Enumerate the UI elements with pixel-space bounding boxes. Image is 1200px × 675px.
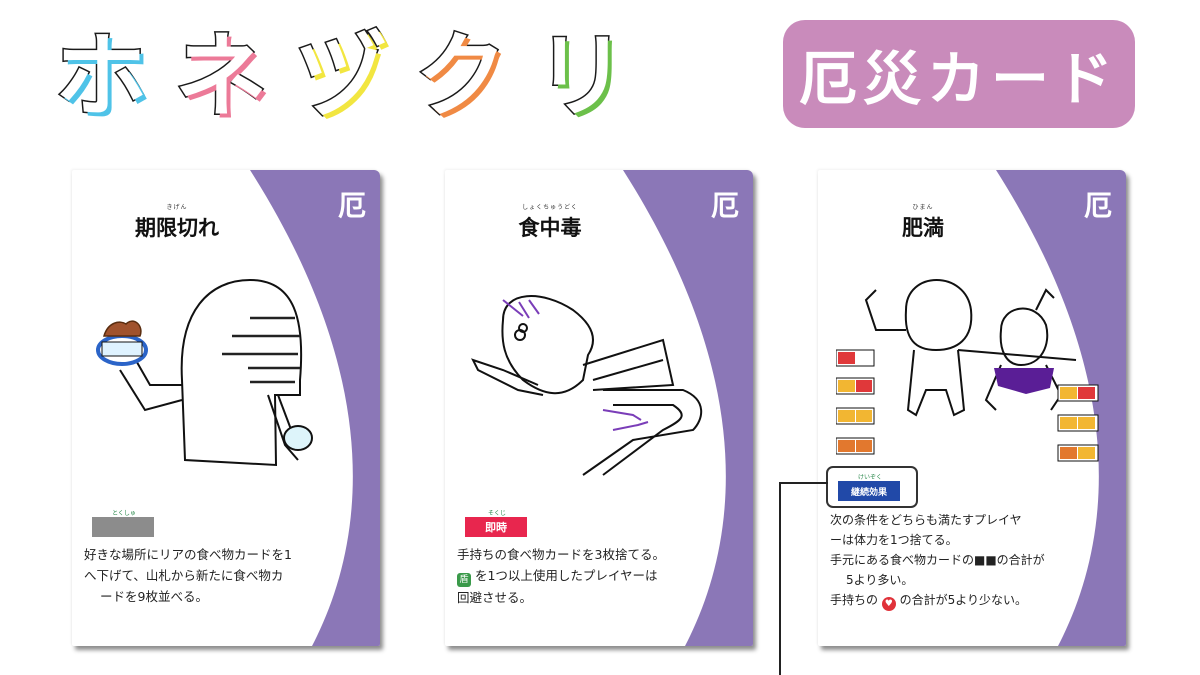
- card-type-mark: 厄: [1083, 189, 1112, 222]
- card-description: 手持ちの食べ物カードを3枚捨てる。 盾 を1つ以上使用したプレイヤーは 回避させ…: [457, 544, 732, 608]
- logo-char-1: ホ: [53, 23, 148, 130]
- logo-char-2: ネ: [174, 23, 269, 130]
- effect-tag: [92, 517, 154, 537]
- sumo-characters-illustration: [836, 279, 1099, 462]
- callout-leader-line-horizontal: [780, 482, 828, 484]
- description-line: 回避させる。: [457, 590, 533, 605]
- effect-tag: 即時: [465, 517, 527, 537]
- card-description: 好きな場所にリアの食べ物カードを1 へ下げて、山札から新たに食べ物カ ードを9枚…: [84, 544, 359, 607]
- card-purple-arc: [996, 170, 1126, 646]
- description-line: 手元にある食べ物カードの■■の合計が: [830, 553, 1045, 567]
- disaster-card-expired: 厄 きげん 期限切れ とくしゅ 好きな場所にリアの食べ物カードを1 へ下げて、山…: [72, 170, 380, 646]
- card-title-ruby: ひまん: [912, 204, 934, 211]
- gauges-left: [836, 349, 875, 455]
- disaster-card-food-poisoning: 厄 しょくちゅうどく 食中毒 そくじ 即時 手持ちの食べ物カードを3枚捨てる。 …: [445, 170, 753, 646]
- expired-food-illustration: [96, 278, 313, 467]
- description-line: 次の条件をどちらも満たすプレイヤ: [830, 513, 1022, 527]
- game-logo: ホ ネ ヅ ク リ: [53, 22, 655, 132]
- description-line: 盾 を1つ以上使用したプレイヤーは: [457, 565, 732, 587]
- card-title: 食中毒: [518, 216, 582, 240]
- effect-tag: 継続効果: [838, 481, 900, 501]
- card-title-ruby: しょくちゅうどく: [522, 204, 578, 211]
- card-purple-arc: [623, 170, 753, 646]
- card-type-mark: 厄: [337, 189, 366, 222]
- description-line: ードを9枚並べる。: [100, 589, 208, 604]
- logo-char-3: ヅ: [294, 23, 389, 130]
- effect-tag-ruby: とくしゅ: [112, 510, 136, 517]
- callout-leader-line-vertical: [779, 482, 781, 675]
- category-badge-label: 厄災カード: [798, 45, 1119, 113]
- card-description: 次の条件をどちらも満たすプレイヤ ーは体力を1つ捨てる。 手元にある食べ物カード…: [830, 510, 1105, 611]
- logo-char-4: ク: [414, 23, 509, 130]
- description-line: 好きな場所にリアの食べ物カードを1: [84, 547, 292, 562]
- logo-char-5: リ: [534, 23, 629, 130]
- effect-tag-ruby: そくじ: [487, 510, 506, 517]
- disaster-card-obesity: 厄 ひまん 肥満 けいぞく 継続効果 次の条件をどち: [818, 170, 1126, 646]
- effect-tag-ruby: けいぞく: [857, 474, 882, 481]
- gauges-right: [1057, 384, 1099, 462]
- description-line: ーは体力を1つ捨てる。: [830, 533, 958, 547]
- heart-icon: ♥: [881, 597, 896, 611]
- shield-icon: 盾: [457, 573, 471, 587]
- description-line: へ下げて、山札から新たに食べ物カ: [84, 568, 284, 583]
- description-line: 手持ちの ♥ の合計が5より少ない。: [830, 593, 1028, 611]
- description-line: 手持ちの食べ物カードを3枚捨てる。: [457, 547, 665, 562]
- card-title: 期限切れ: [135, 216, 219, 240]
- category-badge: 厄災カード: [783, 20, 1135, 128]
- card-purple-arc: [250, 170, 380, 646]
- card-type-mark: 厄: [710, 189, 739, 222]
- food-poisoning-illustration: [471, 295, 703, 476]
- description-line: 5より多い。: [846, 573, 914, 587]
- card-title-ruby: きげん: [166, 204, 188, 211]
- card-title: 肥満: [902, 216, 944, 240]
